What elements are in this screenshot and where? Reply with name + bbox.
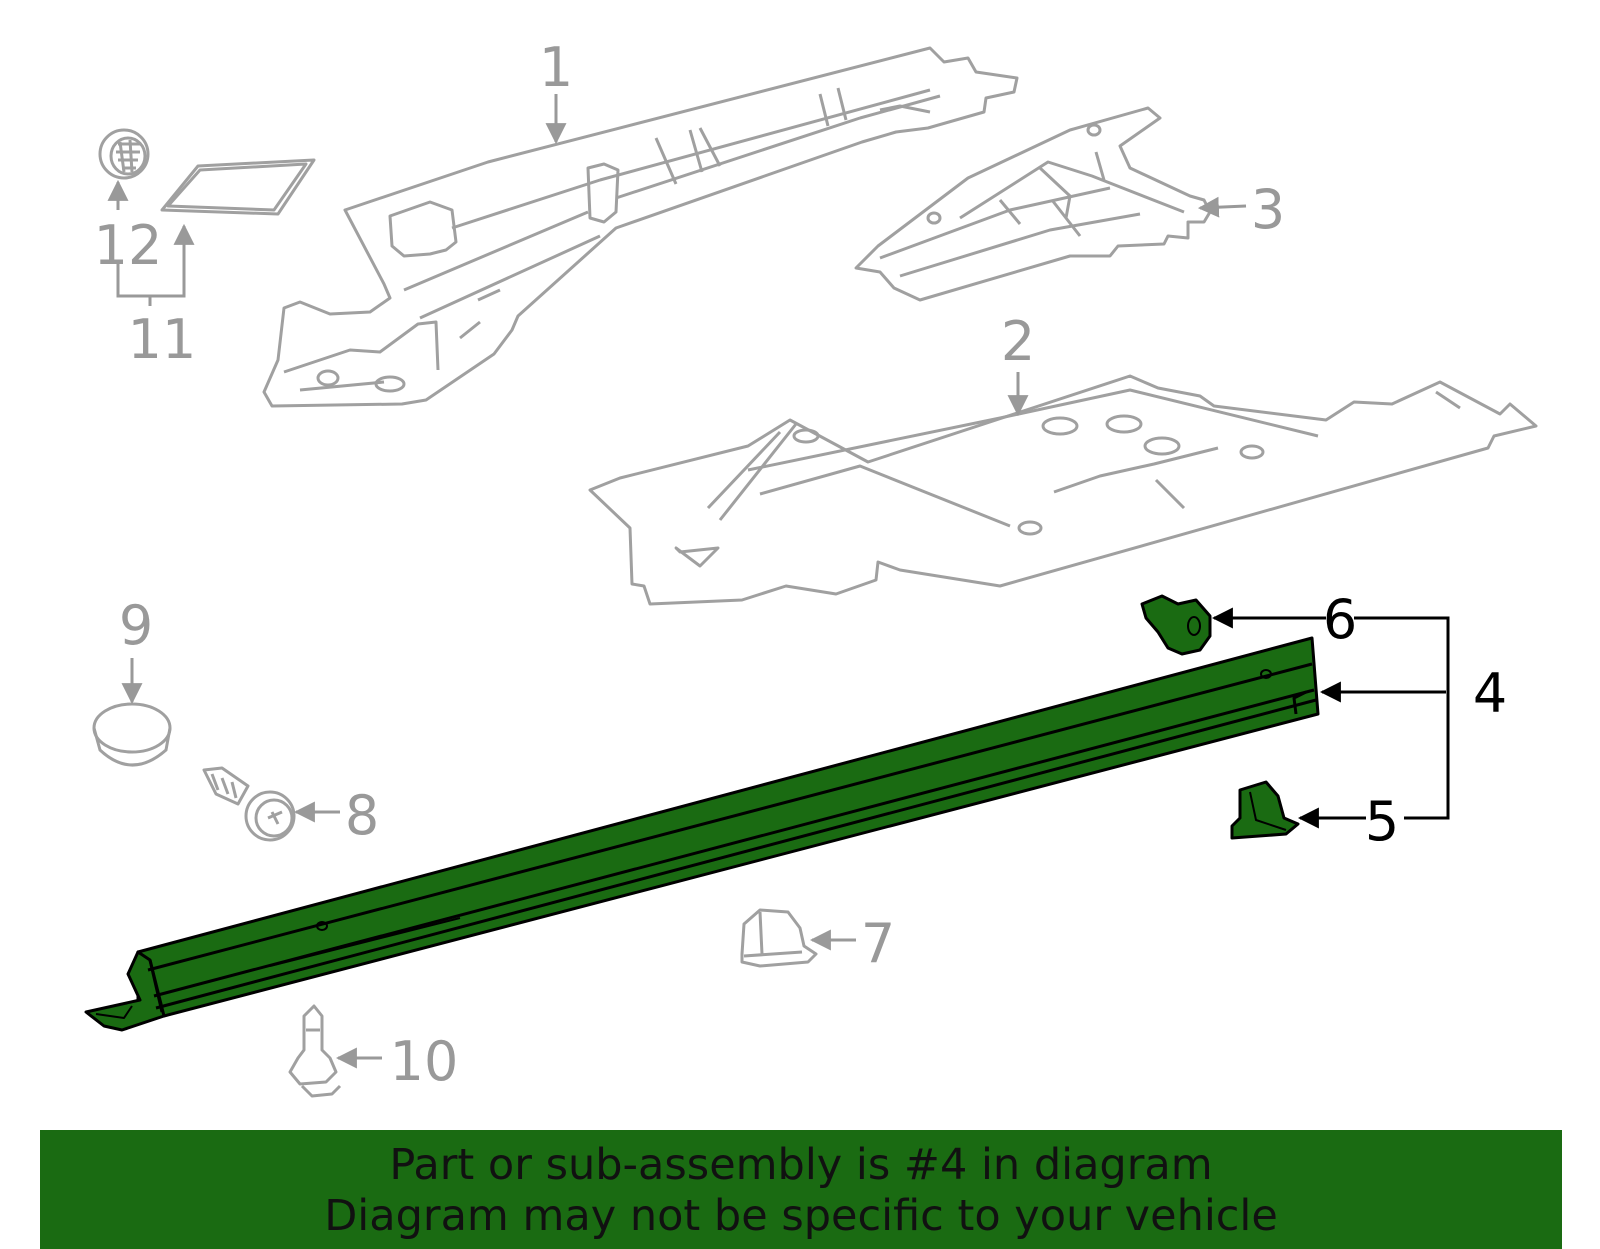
leader-lines-gray	[107, 94, 1247, 1069]
part-3-floor-member	[854, 106, 1212, 302]
callout-5: 5	[1365, 790, 1399, 853]
callout-3: 3	[1251, 178, 1285, 241]
callout-2: 2	[1001, 310, 1035, 373]
callout-6: 6	[1323, 588, 1357, 651]
callout-8: 8	[345, 784, 379, 847]
part-10-fastener	[288, 1004, 342, 1098]
part-11-insulator-pad	[160, 158, 316, 216]
part-5-bracket	[1230, 780, 1300, 840]
leader-lines-black	[1211, 607, 1450, 829]
part-8-screw	[202, 766, 296, 842]
callout-labels: 1 2 3 4 5 6 7 8 9 10 11 12	[94, 36, 1508, 1093]
part-9-plug	[92, 702, 172, 767]
callout-4: 4	[1473, 662, 1507, 725]
banner-line-2: Diagram may not be specific to your vehi…	[324, 1191, 1278, 1241]
banner-line-1: Part or sub-assembly is #4 in diagram	[389, 1140, 1213, 1190]
part-12-plug	[98, 128, 150, 180]
info-banner: Part or sub-assembly is #4 in diagram Di…	[40, 1130, 1562, 1249]
callout-12: 12	[94, 214, 163, 277]
callout-7: 7	[861, 912, 895, 975]
callout-10: 10	[390, 1030, 459, 1093]
part-4-rocker-moulding	[84, 636, 1320, 1032]
callout-11: 11	[128, 308, 197, 371]
callout-1: 1	[539, 36, 573, 99]
part-6-clip	[1140, 594, 1212, 656]
part-7-clip	[740, 908, 818, 968]
part-2-floor-pan	[588, 374, 1538, 606]
part-1-floor-rail	[262, 46, 1019, 408]
callout-9: 9	[119, 594, 153, 657]
